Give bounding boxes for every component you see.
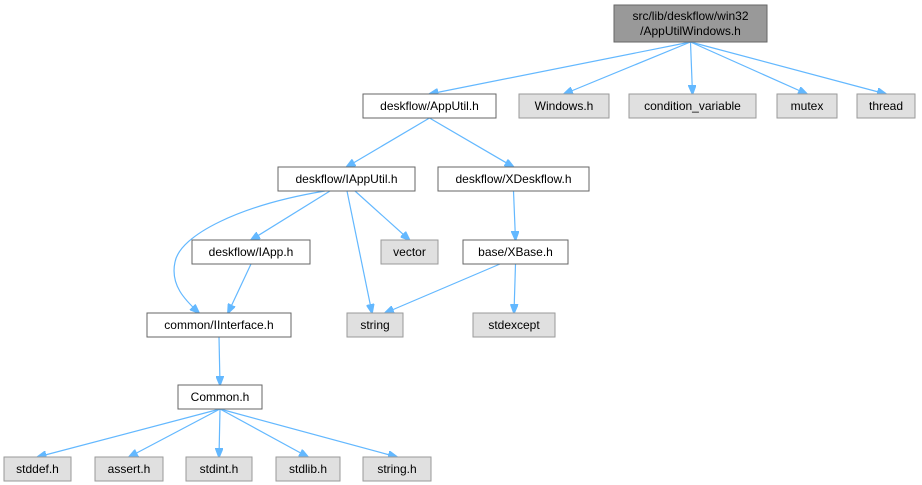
node-iapp[interactable]: deskflow/IApp.h	[191, 239, 311, 265]
edge-apputil-to-xdeskflow	[429, 117, 514, 167]
node-box-xbase	[462, 239, 569, 265]
edge-common-to-assert	[129, 408, 221, 457]
node-box-mutex	[776, 93, 838, 119]
node-box-thread	[856, 93, 916, 119]
node-common[interactable]: Common.h	[177, 384, 263, 410]
node-box-stdexcept	[472, 312, 556, 338]
edge-apputil-to-iapputil	[347, 117, 430, 167]
node-xbase[interactable]: base/XBase.h	[462, 239, 569, 265]
node-label-iapp-0: deskflow/IApp.h	[209, 245, 294, 259]
edge-root-to-mutex	[690, 41, 808, 94]
node-box-stdint	[185, 456, 253, 482]
edge-common-to-string_h	[219, 408, 397, 457]
edge-root-to-condvar	[691, 41, 693, 94]
edge-common-to-stdint	[219, 408, 220, 457]
node-xdeskflow[interactable]: deskflow/XDeskflow.h	[437, 166, 590, 192]
node-box-condvar	[628, 93, 757, 119]
node-label-string_h-0: string.h	[377, 462, 416, 476]
edge-root-to-apputil	[430, 41, 691, 94]
edge-common-to-stddef	[38, 408, 221, 457]
node-windows_h: Windows.h	[518, 93, 610, 119]
node-box-root	[613, 4, 768, 43]
edge-xdeskflow-to-xbase	[514, 190, 516, 240]
edge-root-to-thread	[690, 41, 887, 94]
node-string_h: string.h	[362, 456, 432, 482]
node-label-xdeskflow-0: deskflow/XDeskflow.h	[455, 172, 571, 186]
node-label-mutex-0: mutex	[791, 99, 824, 113]
edge-iinterface-to-common	[219, 336, 220, 385]
node-label-root-1: /AppUtilWindows.h	[640, 24, 741, 38]
node-stdlib: stdlib.h	[275, 456, 341, 482]
node-box-vector	[380, 239, 439, 265]
node-stdint: stdint.h	[185, 456, 253, 482]
edge-xbase-to-string	[385, 263, 501, 313]
node-label-iinterface-0: common/IInterface.h	[164, 318, 273, 332]
node-label-string-0: string	[360, 318, 389, 332]
edge-iapp-to-iinterface	[228, 263, 252, 313]
node-apputil[interactable]: deskflow/AppUtil.h	[362, 93, 497, 119]
node-root[interactable]: src/lib/deskflow/win32/AppUtilWindows.h	[613, 4, 768, 43]
node-label-thread-0: thread	[869, 99, 903, 113]
node-label-common-0: Common.h	[191, 390, 250, 404]
node-label-condvar-0: condition_variable	[644, 99, 741, 113]
node-box-stddef	[3, 456, 72, 482]
edge-common-to-stdlib	[219, 408, 308, 457]
node-label-stdint-0: stdint.h	[200, 462, 239, 476]
node-box-apputil	[362, 93, 497, 119]
nodes-layer: src/lib/deskflow/win32/AppUtilWindows.h d…	[3, 4, 916, 482]
edge-iapputil-to-string	[346, 190, 372, 313]
node-label-stddef-0: stddef.h	[16, 462, 59, 476]
node-label-assert-0: assert.h	[108, 462, 151, 476]
node-label-windows_h-0: Windows.h	[535, 99, 594, 113]
node-condvar: condition_variable	[628, 93, 757, 119]
node-label-vector-0: vector	[393, 245, 426, 259]
node-vector: vector	[380, 239, 439, 265]
edge-root-to-windows_h	[564, 41, 691, 94]
node-thread: thread	[856, 93, 916, 119]
edge-iapputil-to-vector	[354, 190, 410, 240]
node-label-stdexcept-0: stdexcept	[488, 318, 540, 332]
node-box-iapputil	[277, 166, 416, 192]
node-box-string_h	[362, 456, 432, 482]
node-label-iapputil-0: deskflow/IAppUtil.h	[295, 172, 397, 186]
node-stddef: stddef.h	[3, 456, 72, 482]
node-label-root-0: src/lib/deskflow/win32	[632, 9, 748, 23]
node-stdexcept: stdexcept	[472, 312, 556, 338]
node-box-xdeskflow	[437, 166, 590, 192]
node-box-iapp	[191, 239, 311, 265]
node-box-stdlib	[275, 456, 341, 482]
node-iinterface[interactable]: common/IInterface.h	[146, 312, 292, 338]
node-iapputil[interactable]: deskflow/IAppUtil.h	[277, 166, 416, 192]
node-label-xbase-0: base/XBase.h	[478, 245, 553, 259]
node-box-string	[346, 312, 404, 338]
node-box-windows_h	[518, 93, 610, 119]
edges-layer	[38, 41, 887, 457]
node-label-apputil-0: deskflow/AppUtil.h	[380, 99, 479, 113]
node-box-iinterface	[146, 312, 292, 338]
node-box-common	[177, 384, 263, 410]
edge-iapputil-to-iapp	[251, 190, 331, 240]
node-label-stdlib-0: stdlib.h	[289, 462, 327, 476]
edge-iapputil-to-iinterface	[173, 190, 326, 313]
node-box-assert	[94, 456, 164, 482]
node-string: string	[346, 312, 404, 338]
edge-xbase-to-stdexcept	[514, 263, 516, 313]
node-assert: assert.h	[94, 456, 164, 482]
node-mutex: mutex	[776, 93, 838, 119]
